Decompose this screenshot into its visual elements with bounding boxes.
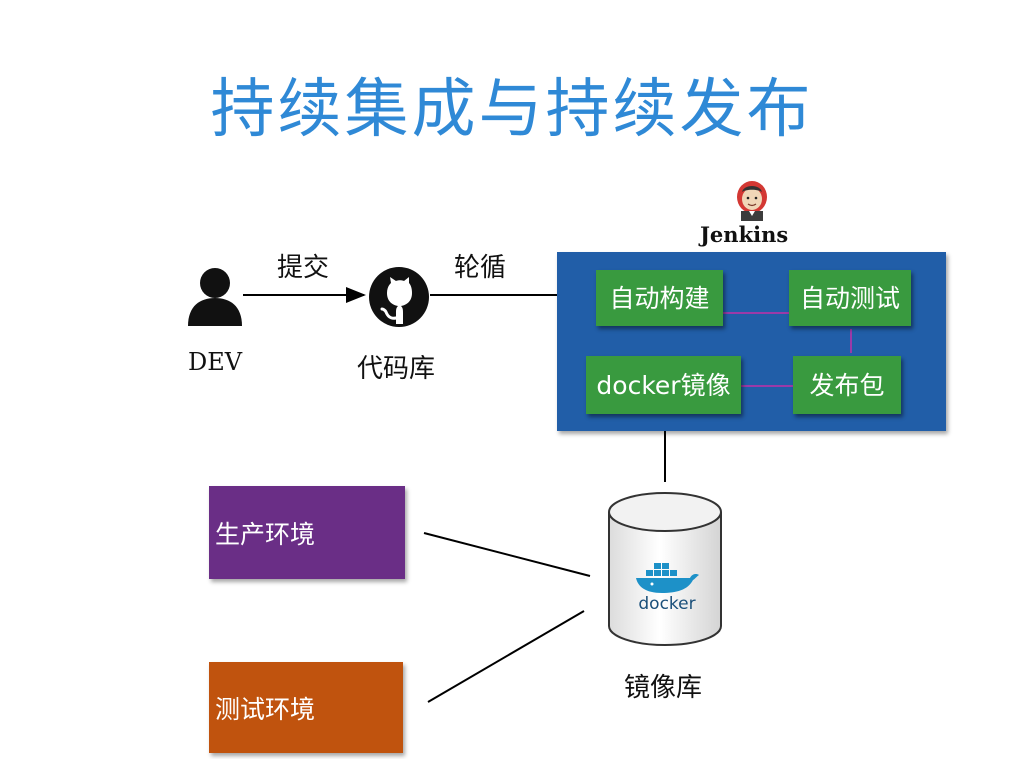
step-auto-test: 自动测试 <box>789 270 911 326</box>
pipeline-links <box>723 312 852 387</box>
step-release-package: 发布包 <box>793 356 901 414</box>
test-to-registry-line <box>427 610 585 703</box>
commit-label: 提交 <box>277 253 330 283</box>
repo-label: 代码库 <box>357 354 436 384</box>
jenkins-butler-icon <box>737 181 767 221</box>
jenkins-brand: Jenkins <box>700 222 789 247</box>
test-environment: 测试环境 <box>209 662 403 753</box>
github-icon <box>369 267 429 327</box>
docker-whale-icon <box>636 563 699 593</box>
docker-logo-text: docker <box>638 594 696 614</box>
person-icon <box>188 268 242 326</box>
prod-environment: 生产环境 <box>209 486 405 579</box>
dev-label: DEV <box>188 348 243 376</box>
step-auto-build: 自动构建 <box>596 270 723 326</box>
prod-to-registry-line <box>423 532 591 577</box>
registry-label: 镜像库 <box>624 673 703 703</box>
page-title: 持续集成与持续发布 <box>210 73 814 147</box>
poll-label: 轮循 <box>454 253 507 283</box>
step-docker-image: docker镜像 <box>586 356 741 414</box>
